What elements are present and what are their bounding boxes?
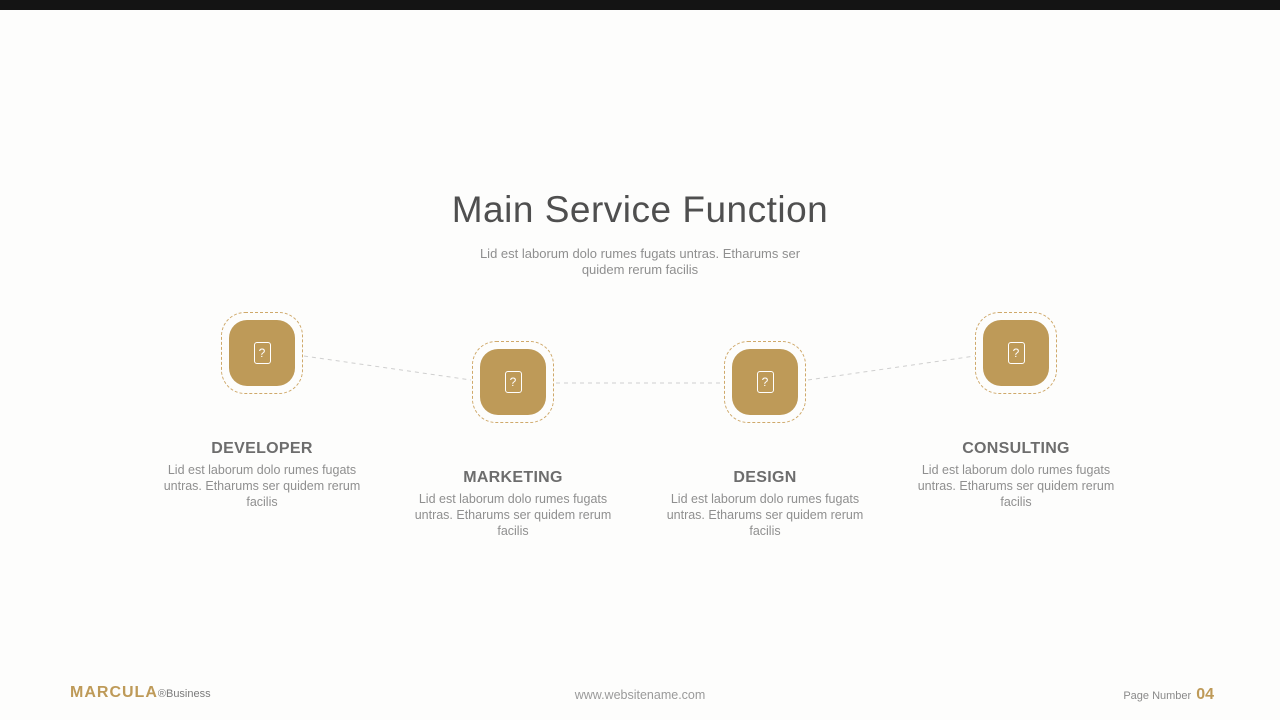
- service-item-marketing: ? MARKETING Lid est laborum dolo rumes f…: [393, 341, 633, 539]
- placeholder-glyph-icon: ?: [253, 342, 271, 364]
- design-icon: ?: [732, 349, 798, 415]
- developer-icon: ?: [229, 320, 295, 386]
- marketing-icon: ?: [480, 349, 546, 415]
- brand-suffix: ®Business: [157, 688, 211, 700]
- consulting-icon: ?: [983, 320, 1049, 386]
- service-name: MARKETING: [463, 469, 563, 486]
- design-icon-frame: ?: [724, 341, 806, 423]
- service-description: Lid est laborum dolo rumes fugats untras…: [163, 463, 361, 509]
- top-accent-bar: [0, 0, 1280, 10]
- service-description: Lid est laborum dolo rumes fugats untras…: [917, 463, 1115, 509]
- service-name: DESIGN: [733, 469, 797, 486]
- placeholder-glyph-icon: ?: [1007, 342, 1025, 364]
- consulting-icon-frame: ?: [975, 312, 1057, 394]
- service-item-developer: ? DEVELOPER Lid est laborum dolo rumes f…: [142, 312, 382, 510]
- service-name: DEVELOPER: [211, 440, 313, 457]
- placeholder-glyph-icon: ?: [504, 371, 522, 393]
- service-description: Lid est laborum dolo rumes fugats untras…: [666, 492, 864, 538]
- marketing-icon-frame: ?: [472, 341, 554, 423]
- footer-brand: MARCULA®Business: [70, 684, 211, 702]
- page-number-value: 04: [1196, 686, 1214, 703]
- placeholder-glyph-icon: ?: [756, 371, 774, 393]
- developer-icon-frame: ?: [221, 312, 303, 394]
- page-number-label: Page Number: [1123, 690, 1192, 702]
- page-title: Main Service Function: [451, 189, 829, 230]
- service-item-design: ? DESIGN Lid est laborum dolo rumes fuga…: [645, 341, 885, 539]
- page-subtitle: Lid est laborum dolo rumes fugats untras…: [479, 246, 801, 277]
- service-description: Lid est laborum dolo rumes fugats untras…: [414, 492, 612, 538]
- footer-website: www.websitename.com: [574, 688, 706, 702]
- footer-page-indicator: Page Number 04: [1123, 686, 1214, 704]
- service-item-consulting: ? CONSULTING Lid est laborum dolo rumes …: [896, 312, 1136, 510]
- brand-logo: MARCULA: [70, 684, 158, 701]
- service-name: CONSULTING: [962, 440, 1070, 457]
